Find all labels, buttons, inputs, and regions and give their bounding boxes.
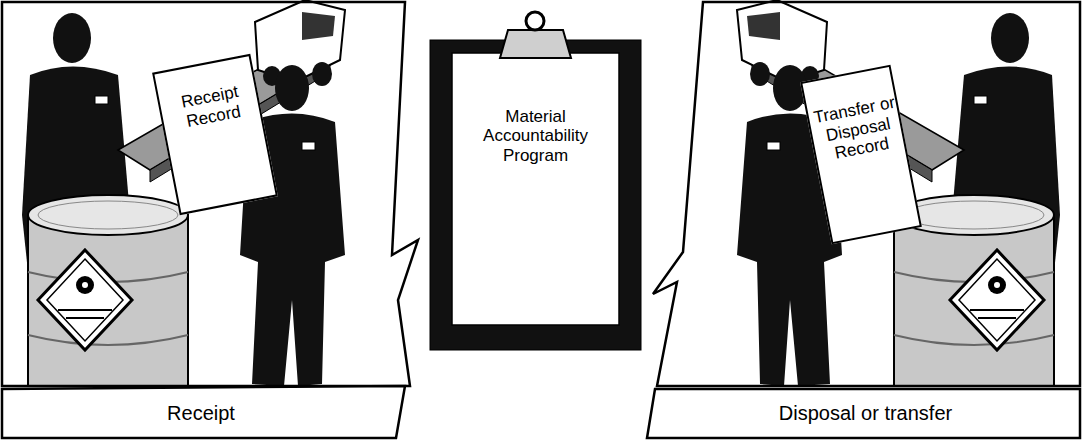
node-label: Transfer or Disposal Record	[809, 92, 907, 166]
node-label: Receipt Record	[163, 79, 261, 135]
panel-caption-box	[2, 386, 405, 438]
clipboard-clip	[500, 30, 571, 58]
panel-frame	[653, 2, 1080, 386]
text-area: Material Accountability Program	[462, 96, 609, 176]
clipboard: Material Accountability Program	[428, 8, 643, 353]
clipboard-ring	[526, 12, 544, 30]
receipt-panel: Receipt Receipt Record	[0, 0, 425, 440]
clipboard-outline	[428, 8, 643, 353]
clipboard-board	[430, 40, 641, 350]
text-area: Receipt Record	[160, 64, 264, 150]
text-area: Disposal or transfer	[651, 389, 1080, 438]
panel-frame	[2, 2, 418, 386]
disposal-panel: Disposal or transfer Transfer or Disposal…	[645, 0, 1082, 440]
node-label: Receipt	[167, 402, 235, 425]
panel-caption-box	[647, 389, 1080, 438]
record-sheet: Transfer or Disposal Record	[800, 65, 922, 245]
record-sheet: Receipt Record	[152, 54, 278, 215]
clipboard-paper	[452, 53, 619, 325]
receipt-scene	[22, 0, 345, 386]
node-label: Disposal or transfer	[779, 402, 952, 425]
node-label: Material Accountability Program	[462, 107, 609, 166]
disposal-scene	[737, 0, 1060, 386]
text-area: Transfer or Disposal Record	[806, 75, 911, 185]
text-area: Receipt	[2, 389, 400, 438]
